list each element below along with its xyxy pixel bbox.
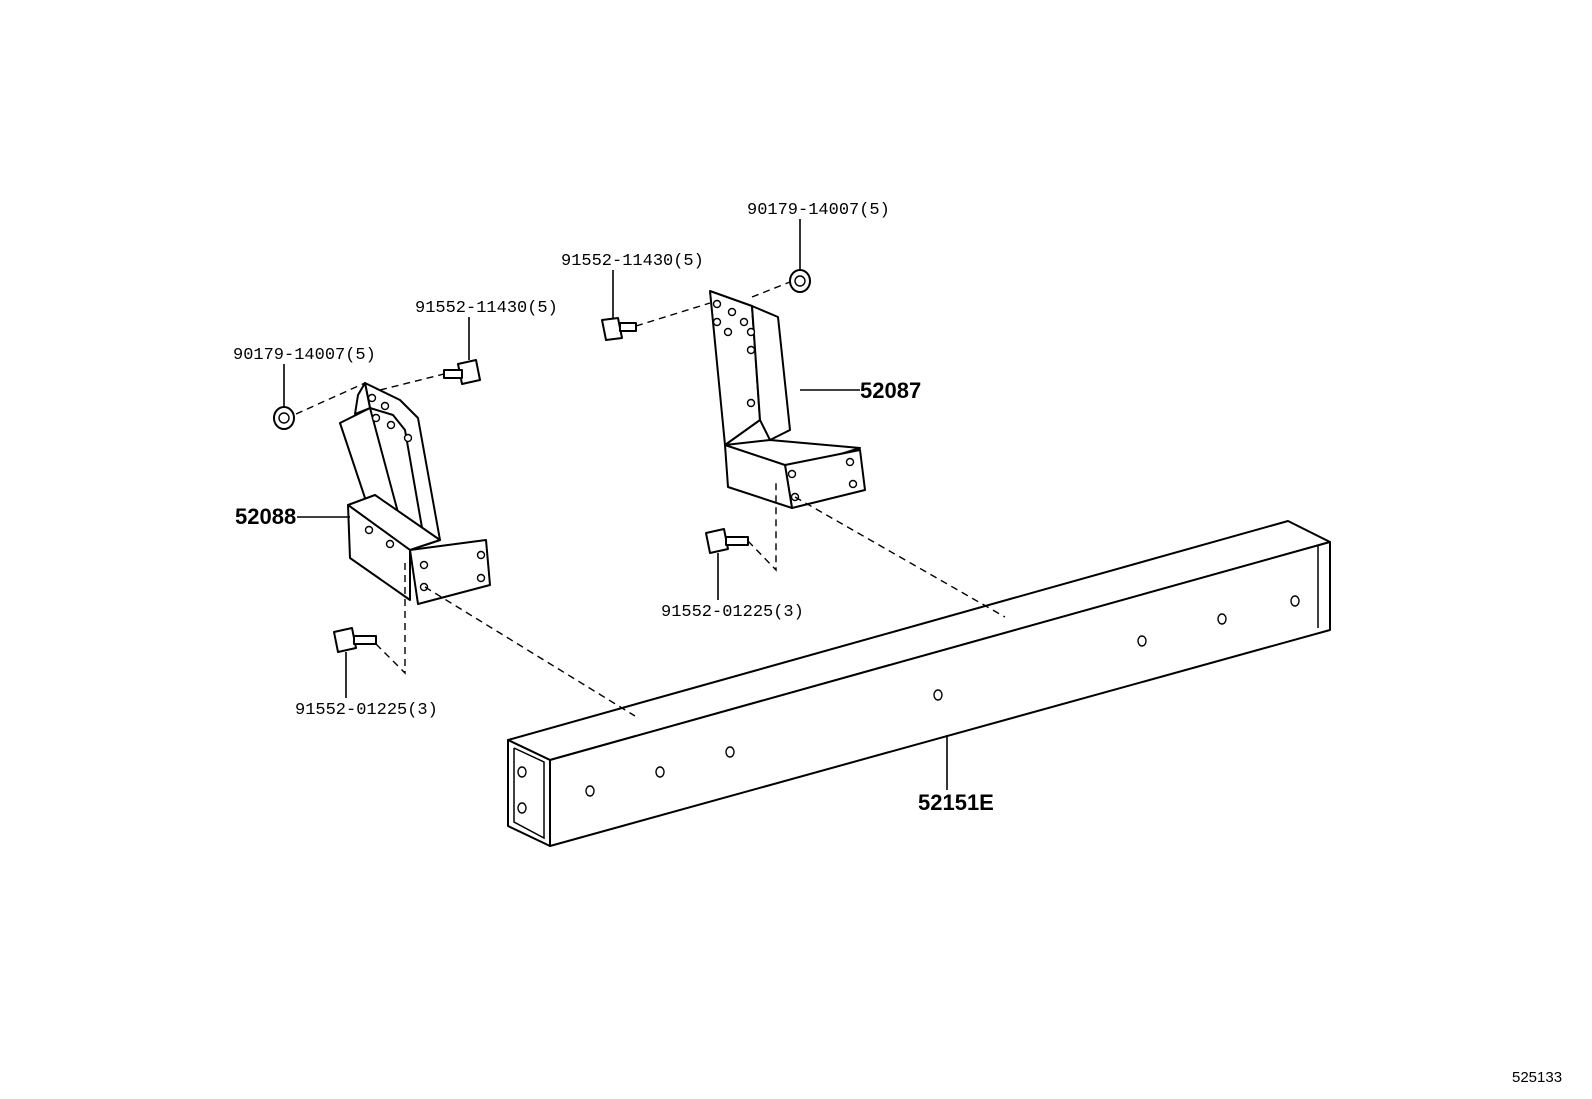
assembly-lines [295,281,1006,717]
leader-lines [283,219,948,790]
label-bracket-left: 52088 [235,504,296,529]
label-nut-left: 90179-14007(5) [233,346,376,365]
label-bolt-lower-right: 91552-01225(3) [661,603,804,622]
label-bolt-lower-left: 91552-01225(3) [295,701,438,720]
bolt-lower-left[interactable] [333,627,377,653]
label-nut-right: 90179-14007(5) [747,201,890,220]
label-bolt-upper-left: 91552-11430(5) [415,299,558,318]
nut-right[interactable] [789,269,811,293]
label-bracket-right: 52087 [860,378,921,403]
bolt-upper-right[interactable] [601,317,637,341]
crossmember-52151E[interactable] [507,520,1331,847]
label-bolt-upper-right: 91552-11430(5) [561,252,704,271]
bolt-upper-left[interactable] [443,359,481,385]
bracket-52088-holes [364,393,486,592]
bracket-52088[interactable] [339,382,491,605]
illustration-ref-number: 525133 [1512,1069,1562,1086]
bracket-52087[interactable] [709,290,866,509]
bolt-lower-right[interactable] [705,528,749,554]
crossmember-holes [517,595,1300,814]
label-crossmember: 52151E [918,790,994,815]
nut-left[interactable] [273,406,295,430]
